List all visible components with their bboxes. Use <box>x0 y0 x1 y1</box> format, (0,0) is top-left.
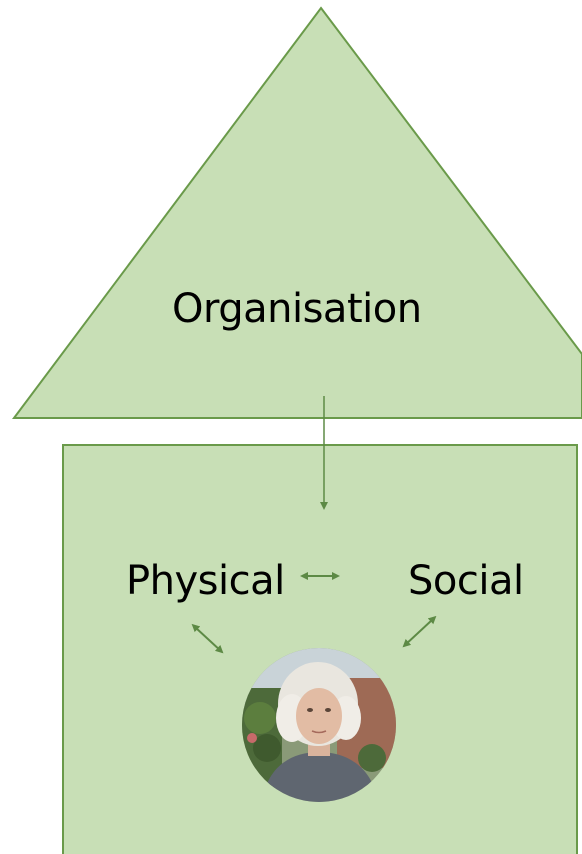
social-person-arrow <box>402 615 437 648</box>
roof-triangle <box>12 6 582 419</box>
physical-label: Physical <box>126 558 285 604</box>
physical-person-arrow <box>191 623 224 654</box>
organisation-label: Organisation <box>172 286 422 332</box>
elderly-woman-photo <box>242 648 396 802</box>
social-label: Social <box>408 558 524 604</box>
portrait-illustration <box>242 648 396 802</box>
